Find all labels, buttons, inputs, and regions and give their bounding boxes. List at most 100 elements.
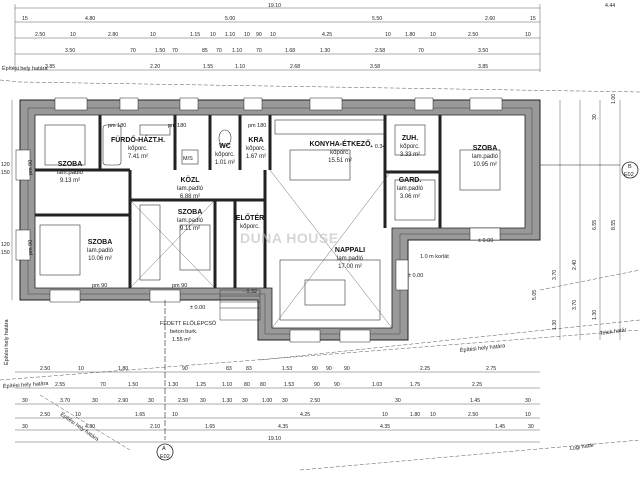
room-gard: GARD. lam.padló 3.06 m² [397, 177, 424, 200]
dim: 4.25 [322, 32, 332, 38]
dining-table-icon [289, 149, 351, 181]
dim: 10 [525, 412, 531, 418]
room-name: SZOBA [58, 161, 83, 168]
dim: 15 [22, 16, 28, 22]
dim: 1.15 [190, 32, 200, 38]
pm-label: pm 180 [248, 123, 266, 129]
bed-icon [44, 124, 86, 166]
pm-label: pm 90 [92, 283, 107, 289]
room-area: 6.88 m² [180, 194, 200, 200]
top-dimensions [14, 4, 541, 72]
kitchen-counter [274, 119, 386, 135]
dim: 2.50 [35, 32, 45, 38]
dim: 2.50 [310, 398, 320, 404]
dim: 1.55 [203, 64, 213, 70]
bottom-dimensions [15, 371, 540, 443]
room-labels: SZOBA lam.padló 9.13 m² FÜRDŐ-HÁZT.H. kő… [57, 135, 499, 270]
boundary-vertical-label: Építési hely határa [3, 319, 10, 365]
toilet-icon [218, 129, 232, 147]
section-b-letter: B [628, 164, 632, 170]
dim: 2.68 [290, 64, 300, 70]
entrance-steps [219, 289, 261, 321]
dim: 30 [528, 424, 534, 430]
fixtures [39, 119, 501, 321]
room-floor: kőporc. [330, 150, 350, 156]
room-wc: WC kőporc. 1.01 m² [215, 143, 235, 166]
dim: 10 [382, 412, 388, 418]
shower-icon [394, 124, 426, 156]
room-name: KONYHA-ÉTKEZŐ [309, 139, 371, 148]
room-name: ELŐTÉR [236, 213, 264, 222]
dim: 1.53 [284, 382, 294, 388]
room-konyha: KONYHA-ÉTKEZŐ kőporc. 15.51 m² [309, 139, 371, 164]
room-floor: kőporc. [128, 146, 148, 152]
dim: 10 [430, 32, 436, 38]
dim: 1.68 [285, 48, 295, 54]
dim-top-total: 19.10 [268, 3, 281, 9]
dim: 70 [130, 48, 136, 54]
bathtub-icon [102, 124, 122, 166]
dim: 30 [92, 398, 98, 404]
room-eloter: ELŐTÉR kőporc. [236, 213, 264, 230]
room-area: 1.01 m² [215, 160, 235, 166]
room-szoba-3: SZOBA lam.padló 9.11 m² [177, 209, 204, 232]
dim: 150 [1, 170, 10, 176]
dim: 1.75 [410, 382, 420, 388]
dim: 10 [244, 32, 250, 38]
room-floor: lam.padló [177, 186, 204, 192]
room-floor: lam.padló [337, 256, 364, 262]
dim: 2.40 [572, 260, 578, 270]
watermark: DUNA HOUSE [240, 230, 339, 246]
room-szoba-4: SZOBA lam.padló 10.06 m² [87, 239, 114, 262]
pm-label: pm 180 [168, 123, 186, 129]
room-floor: lam.padló [472, 154, 499, 160]
dim: 2.50 [468, 412, 478, 418]
coffee-table-icon [304, 279, 346, 306]
dim: 90 [334, 382, 340, 388]
dim: 1.80 [405, 32, 415, 38]
dim: 83 [226, 366, 232, 372]
room-floor: kőporc. [215, 152, 235, 158]
dim: 1.10 [225, 32, 235, 38]
wardrobe-icon [394, 179, 436, 221]
entry-name: FEDETT ELŐLÉPCSŐ [160, 320, 217, 327]
dim: 30 [22, 424, 28, 430]
bottom-dim-labels: 2.50 10 1.80 90 83 83 1.53 90 90 90 2.25… [22, 366, 534, 442]
room-area: 10.06 m² [88, 256, 112, 262]
room-diagonals [129, 169, 393, 329]
room-floor: kőporc. [246, 146, 266, 152]
room-area: 15.51 m² [328, 158, 352, 164]
logi-label: Logi határ [569, 443, 594, 452]
dim: 70 [172, 48, 178, 54]
dim: 4.80 [85, 424, 95, 430]
pm-label: pm 90 [28, 240, 34, 255]
dim: 10 [385, 32, 391, 38]
dim: 10 [150, 32, 156, 38]
room-name: SZOBA [88, 239, 113, 246]
entry-area: 1.55 m² [172, 337, 191, 343]
section-marker-b: B E02 [540, 161, 639, 179]
dim-top-extra: 4.44 [605, 3, 615, 9]
dim: 90 [344, 366, 350, 372]
dim: 2.20 [150, 64, 160, 70]
room-kozl: KÖZL lam.padló 6.88 m² [177, 175, 204, 200]
dim: 10 [525, 32, 531, 38]
room-name: GARD. [399, 177, 422, 184]
room-area: 3.06 m² [400, 194, 420, 200]
dim: 70 [216, 48, 222, 54]
dim: 1.45 [495, 424, 505, 430]
dim: 2.50 [468, 32, 478, 38]
level-step: - 0.32 [243, 289, 257, 295]
dim: 90 [312, 366, 318, 372]
level-terrace: ± 0.00 [408, 273, 423, 279]
room-floor: lam.padló [177, 218, 204, 224]
dim: 8.55 [611, 220, 617, 230]
dim: 1.10 [235, 64, 245, 70]
windows [15, 97, 503, 343]
pm-label: pm 90 [172, 283, 187, 289]
boundary-low-label: Építési hely határa [3, 380, 50, 390]
dim: 30 [22, 398, 28, 404]
dim: 1.50 [128, 382, 138, 388]
dim: 1.10 [222, 382, 232, 388]
